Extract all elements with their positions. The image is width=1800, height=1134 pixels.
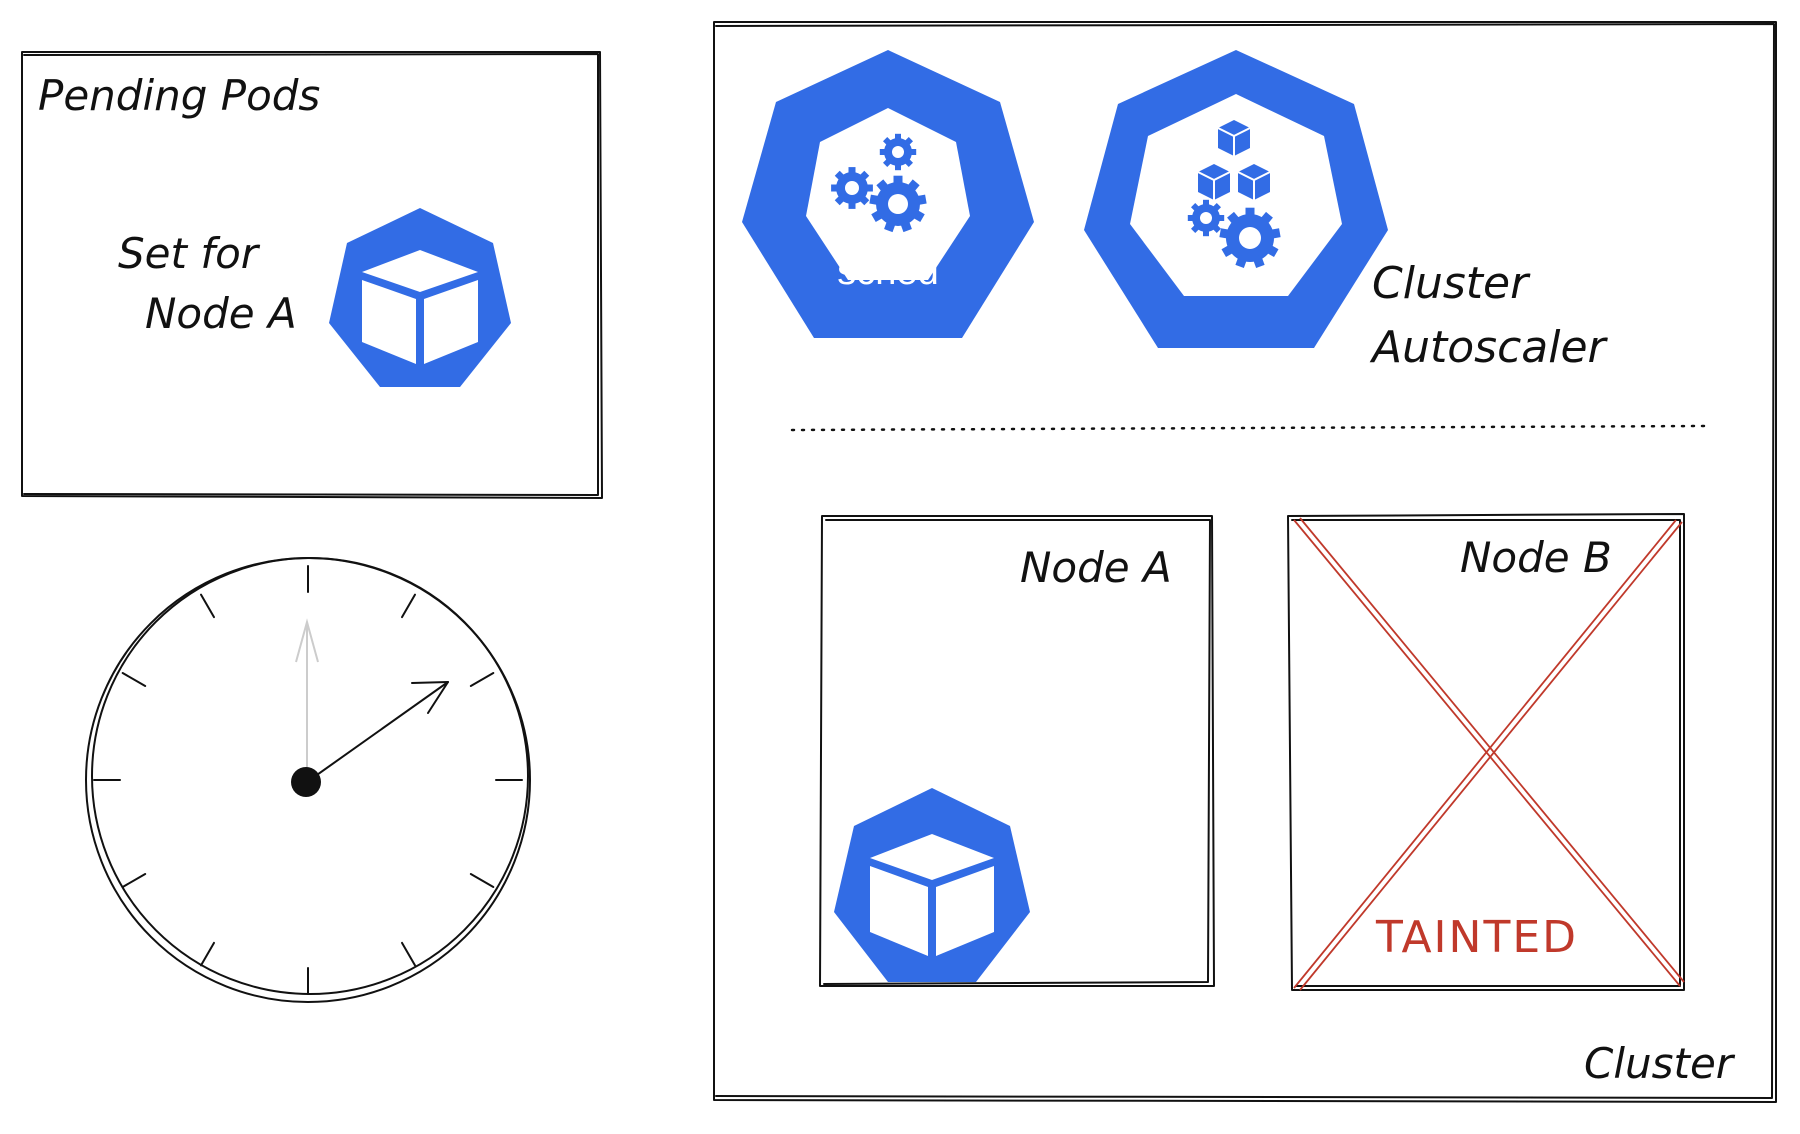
clock-tick (200, 593, 215, 619)
gear-tooth (858, 194, 870, 206)
gear-tooth (1259, 211, 1273, 226)
gear-tooth (910, 208, 925, 223)
clock-tick (401, 593, 416, 619)
scheduler-label: sched (837, 251, 938, 293)
clock-tick (469, 873, 495, 888)
gear-tooth (1217, 215, 1225, 221)
node-b-label: Node B (1460, 533, 1612, 582)
gear-tooth (1227, 211, 1241, 226)
gear-tooth (1187, 215, 1195, 221)
gear-tooth (895, 163, 901, 171)
clock-tick (121, 672, 147, 687)
taint-cross-icon (1293, 517, 1685, 991)
pending-pods-caption-line1: Set for (118, 229, 261, 278)
autoscaler-label-line2: Autoscaler (1369, 322, 1609, 373)
gear-tooth (834, 170, 846, 182)
clock-tick (200, 941, 215, 967)
gear-tooth (1211, 203, 1221, 213)
cluster-panel: Cluster sched (713, 21, 1777, 1103)
pending-pods-title: Pending Pods (38, 71, 320, 120)
autoscaler-icon (1084, 50, 1388, 348)
clock-tick (401, 941, 416, 967)
gear-tooth (1203, 199, 1209, 207)
gear-tooth (893, 175, 903, 187)
gear-tooth (1211, 223, 1221, 233)
gear-tooth (871, 208, 886, 223)
gear-tooth (1203, 229, 1209, 237)
gear-tooth (905, 179, 920, 194)
gear-tooth (883, 157, 893, 167)
gear-tooth (899, 218, 912, 233)
gear-tooth (903, 137, 913, 147)
pending-pods-caption-line2: Node A (145, 289, 297, 338)
node-a-label: Node A (1020, 543, 1172, 592)
gear-tooth (1252, 254, 1265, 269)
gear-tooth (1268, 228, 1281, 240)
gear-tooth (1191, 203, 1201, 213)
clock-center (291, 767, 321, 797)
gear-tooth (876, 179, 891, 194)
cluster-label: Cluster (1584, 1039, 1736, 1088)
gear-tooth (879, 149, 888, 155)
gear-tooth (864, 184, 873, 192)
gear-tooth (914, 194, 927, 206)
gear-tooth (1235, 254, 1248, 269)
pending-pod-icon (329, 208, 511, 387)
gear-tooth (834, 194, 846, 206)
node-a-box: Node A (819, 515, 1215, 987)
autoscaler-label-line1: Cluster (1372, 258, 1531, 309)
clock-tick (121, 873, 147, 888)
gear-tooth (831, 184, 840, 192)
scheduler-icon: sched (742, 50, 1034, 338)
gear-tooth (1245, 207, 1255, 219)
gear-tooth (908, 149, 917, 155)
node-b-box: Node B TAINTED (1287, 513, 1685, 991)
tainted-label: TAINTED (1375, 912, 1578, 963)
clock-tick (469, 672, 495, 687)
gear-tooth (884, 218, 897, 233)
gear-tooth (1191, 223, 1201, 233)
gear-tooth (1264, 243, 1279, 258)
gear-tooth (869, 194, 882, 206)
clock-icon (85, 557, 531, 1003)
gear-tooth (1221, 243, 1236, 258)
gear-tooth (883, 137, 893, 147)
gear-tooth (848, 167, 856, 176)
pending-pods-panel: Pending Pods Set for Node A (21, 51, 603, 499)
control-plane-divider (790, 424, 1708, 432)
gear-tooth (1219, 228, 1232, 240)
gear-tooth (858, 170, 870, 182)
gear-tooth (848, 200, 856, 209)
gear-tooth (903, 157, 913, 167)
gear-tooth (895, 133, 901, 141)
clock-hand (306, 681, 449, 783)
node-a-pod-icon (834, 788, 1030, 982)
